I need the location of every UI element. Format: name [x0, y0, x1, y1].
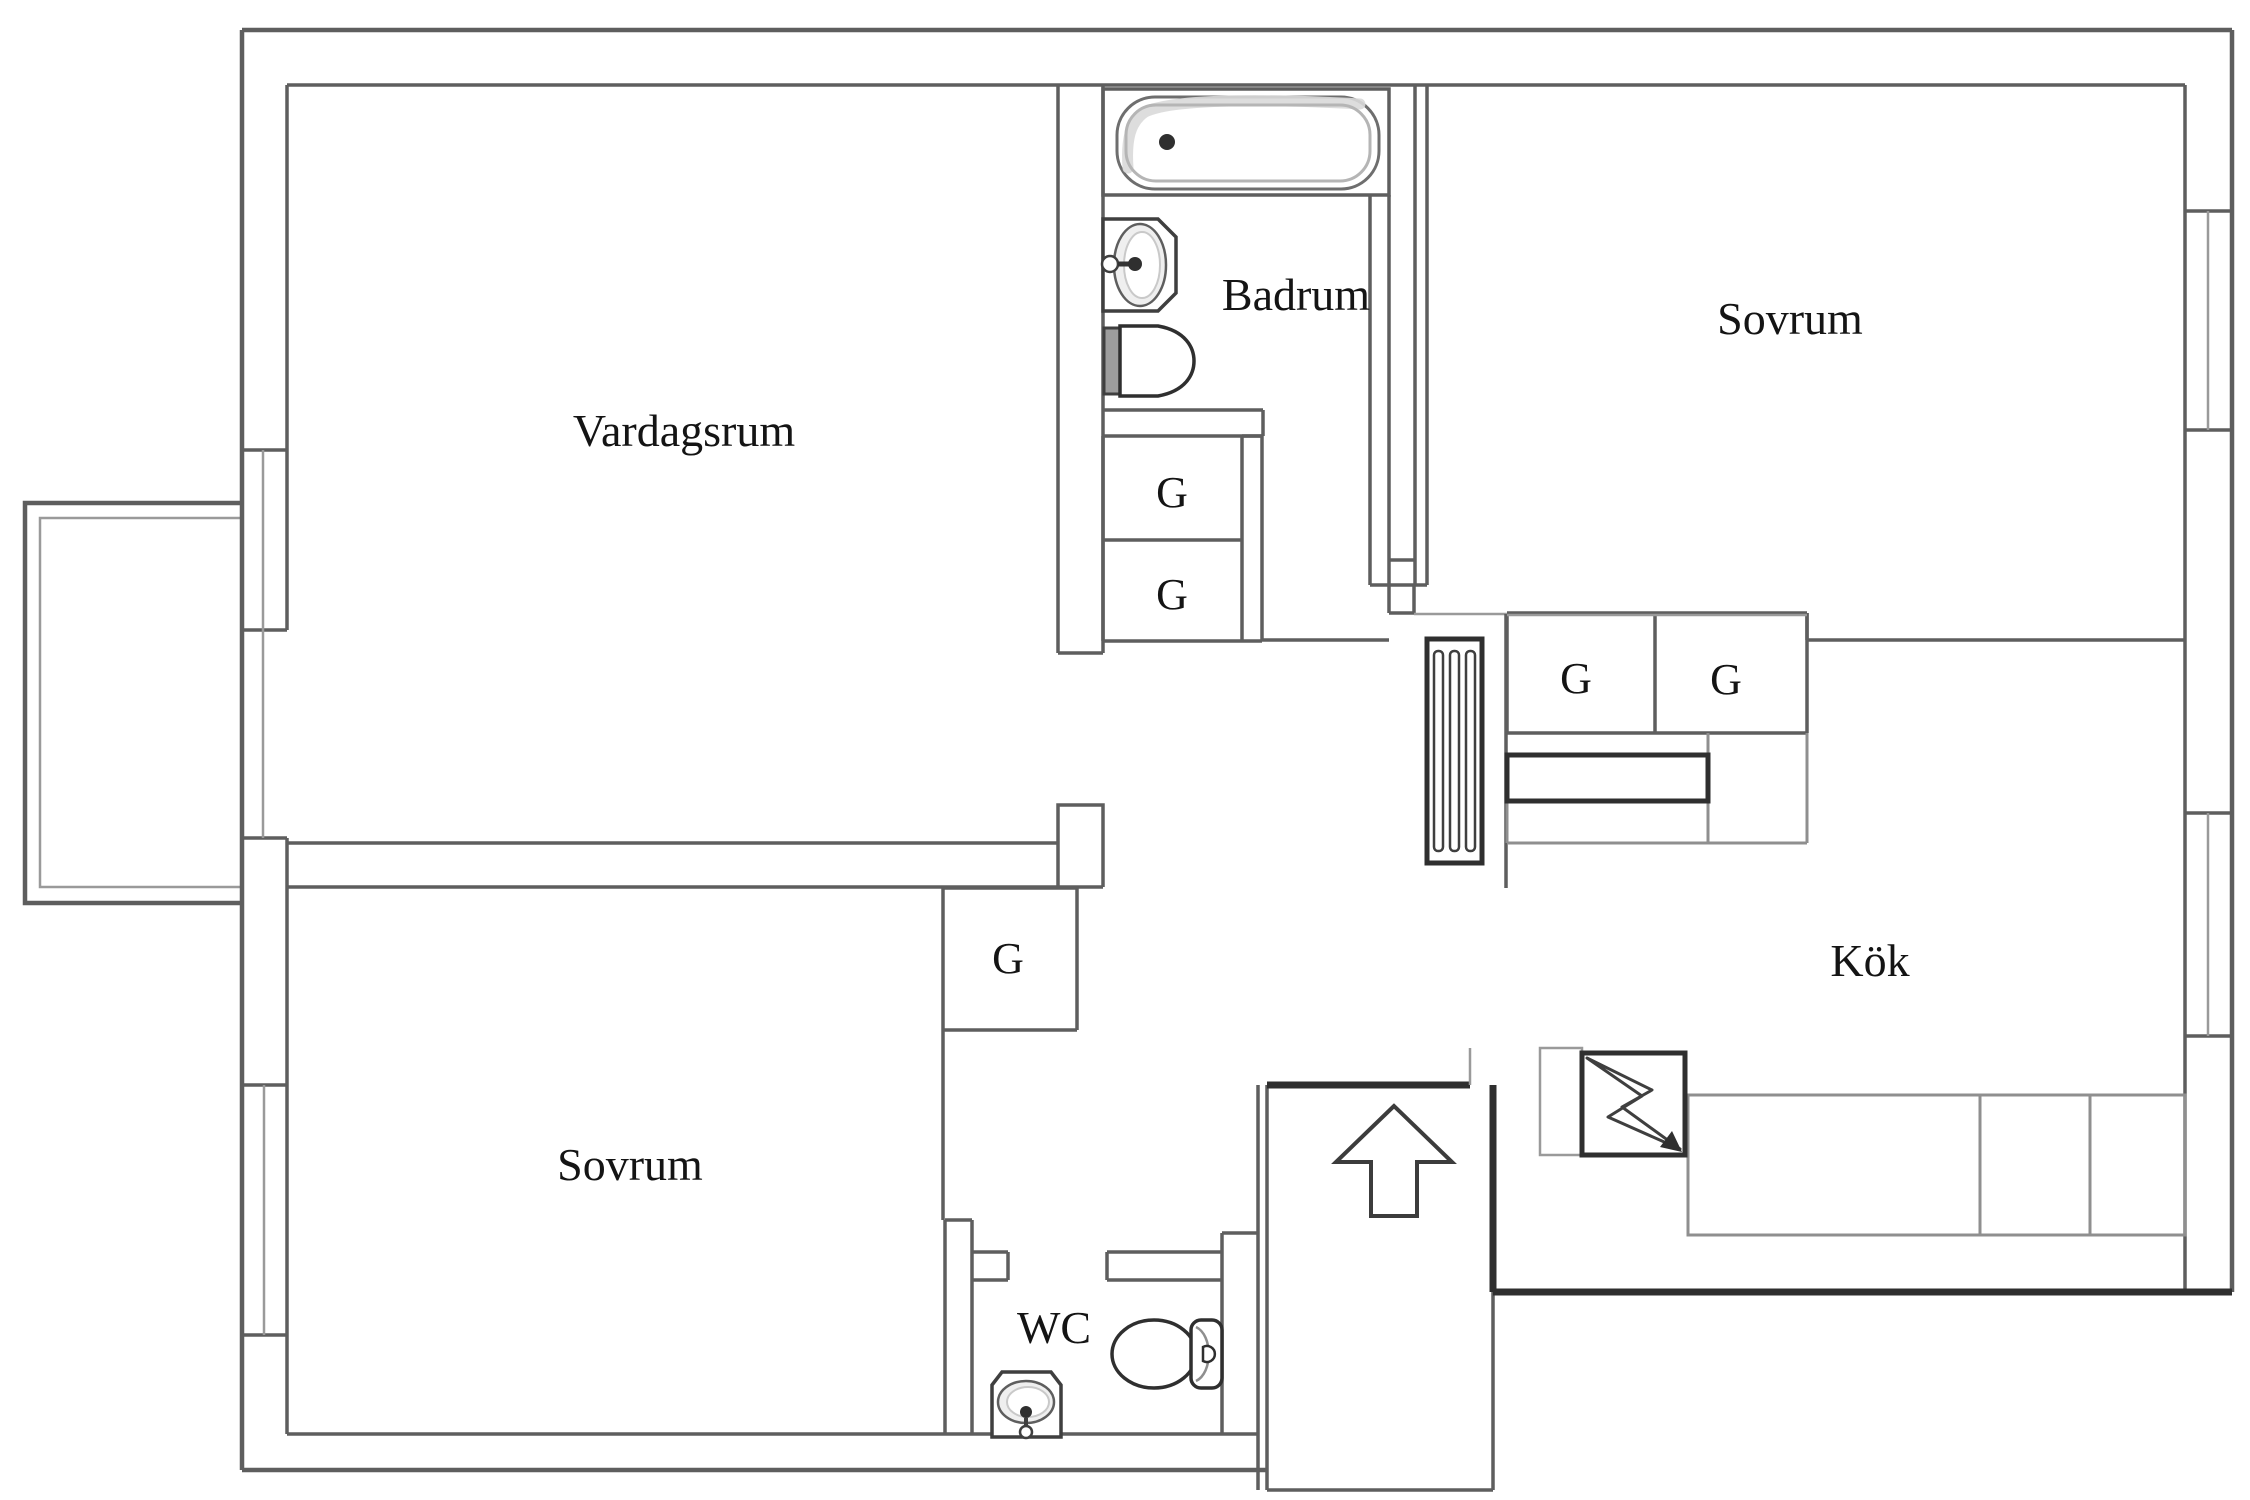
wardrobe-label-bedroom: G	[992, 934, 1024, 983]
radiator-icon	[1424, 636, 1485, 866]
bathtub-drain	[1159, 134, 1175, 150]
wardrobe-label-kitchen-2: G	[1710, 655, 1742, 704]
windows	[242, 209, 2232, 1337]
entrance-arrow-icon	[1331, 1103, 1457, 1218]
room-label-sovrum-bottom: Sovrum	[557, 1139, 703, 1190]
electrical-panel-icon	[1579, 1050, 1688, 1158]
room-label-kok: Kök	[1830, 935, 1909, 986]
kitchen-counter-south	[1686, 1093, 2187, 1237]
wardrobe-label-hall-2: G	[1156, 570, 1188, 619]
bathroom-toilet-icon	[1102, 324, 1196, 398]
wardrobe-labels: G G G G G	[992, 468, 1742, 983]
room-label-vardagsrum: Vardagsrum	[573, 405, 795, 456]
kitchen-wardrobes	[1505, 613, 1809, 735]
window-bedroom-top-right	[2185, 209, 2232, 432]
bathroom-washbasin-icon	[1100, 217, 1178, 313]
room-label-badrum: Badrum	[1222, 269, 1370, 320]
balcony	[22, 500, 242, 906]
window-kitchen-right	[2185, 811, 2232, 1038]
wardrobe-label-hall-1: G	[1156, 468, 1188, 517]
room-labels: Vardagsrum Badrum Sovrum Kök Sovrum WC	[557, 269, 1909, 1353]
window-bedroom-bottom-left	[242, 1083, 287, 1337]
room-label-wc: WC	[1017, 1302, 1091, 1353]
window-livingroom-left	[242, 448, 287, 632]
wc-toilet-icon	[1110, 1318, 1224, 1390]
balcony-door	[242, 630, 287, 840]
bathtub-icon	[1101, 87, 1391, 197]
wardrobe-label-kitchen-1: G	[1560, 654, 1592, 703]
outer-walls	[239, 27, 2235, 1473]
room-label-sovrum-top: Sovrum	[1717, 293, 1863, 344]
kitchen-counter-north	[1504, 733, 1809, 845]
wc-washbasin-icon	[990, 1370, 1063, 1440]
interior-walls	[287, 85, 2185, 1492]
